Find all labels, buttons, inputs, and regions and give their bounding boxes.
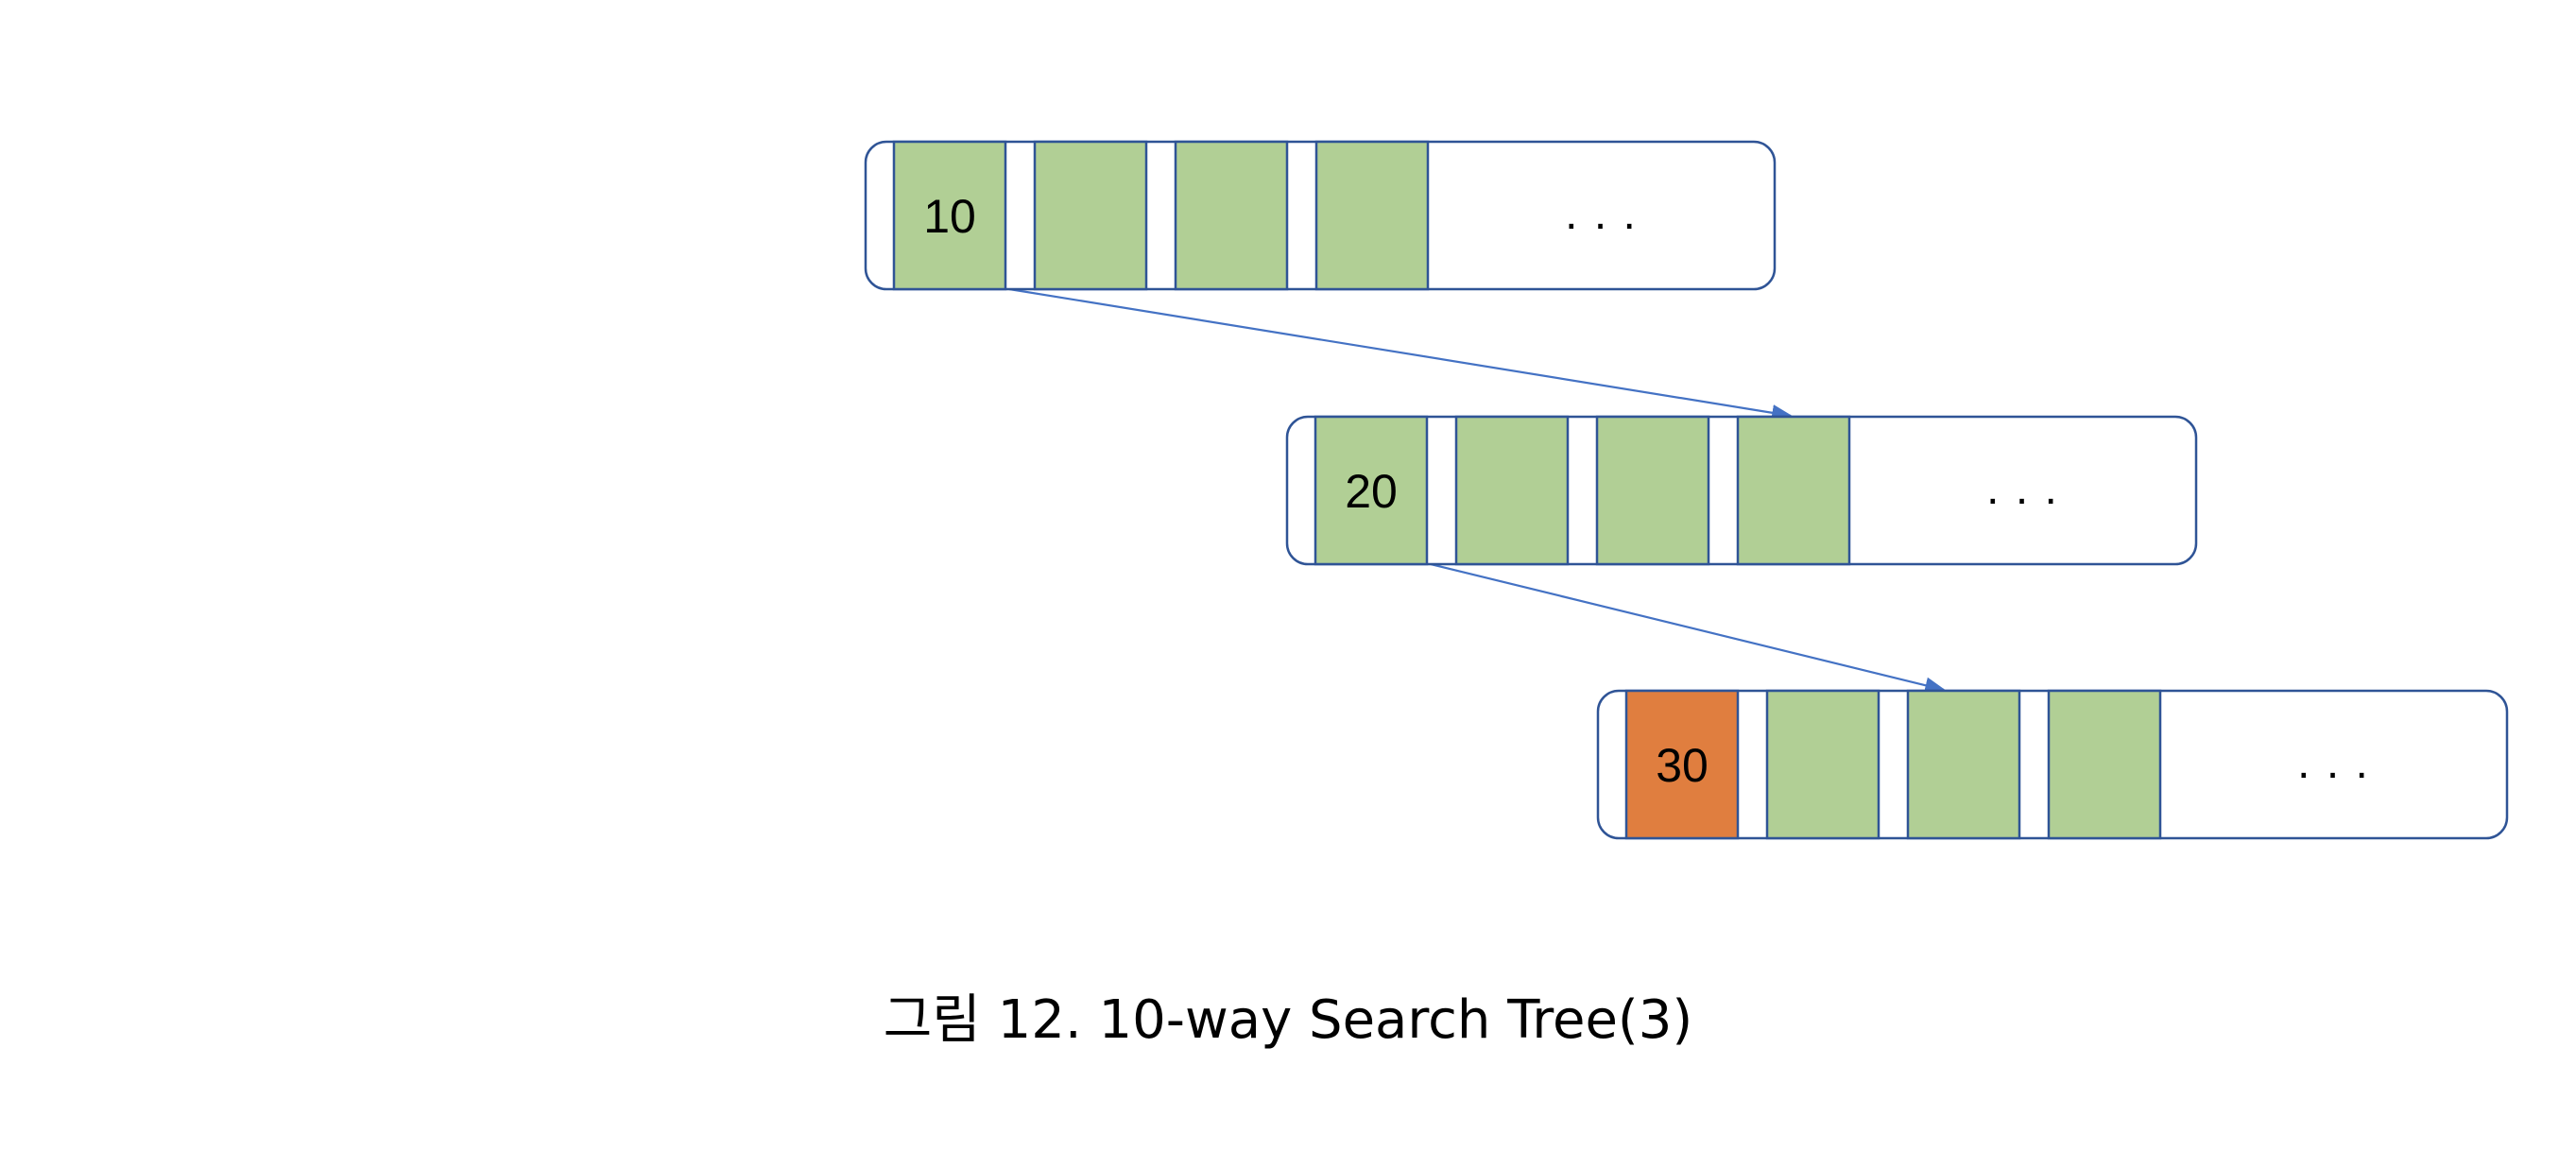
key-cell <box>2047 689 2162 840</box>
tree-node: 10 . . . <box>864 140 1777 291</box>
key-cell <box>892 140 1007 291</box>
key-cell <box>1454 415 1570 566</box>
child-pointer-arrow <box>1430 562 1947 694</box>
key-cell <box>1906 689 2021 840</box>
key-label: 20 <box>1345 465 1398 518</box>
key-cell <box>1033 140 1148 291</box>
nodes-layer: 10 . . . 20 . . . 30 . . . <box>864 140 2509 840</box>
figure-caption: 그림 12. 10-way Search Tree(3) <box>0 983 2576 1058</box>
child-pointer-arrow <box>1008 287 1794 421</box>
key-cell <box>1314 140 1430 291</box>
key-cell <box>1736 415 1851 566</box>
key-label: 30 <box>1656 739 1709 792</box>
caption-prefix: 그림 <box>883 989 981 1051</box>
ellipsis-label: . . . <box>2297 738 2370 788</box>
caption-text: 12. 10-way Search Tree(3) <box>997 989 1693 1051</box>
key-cell <box>1595 415 1710 566</box>
ellipsis-label: . . . <box>1986 464 2059 514</box>
key-cell <box>1765 689 1880 840</box>
tree-node: 20 . . . <box>1285 415 2198 566</box>
key-cell <box>1314 415 1429 566</box>
edges-layer <box>1008 287 1947 694</box>
key-label: 10 <box>923 190 976 243</box>
ellipsis-label: . . . <box>1565 189 1638 239</box>
tree-node: 30 . . . <box>1596 689 2509 840</box>
key-cell-highlighted <box>1624 689 1740 840</box>
key-cell <box>1174 140 1289 291</box>
